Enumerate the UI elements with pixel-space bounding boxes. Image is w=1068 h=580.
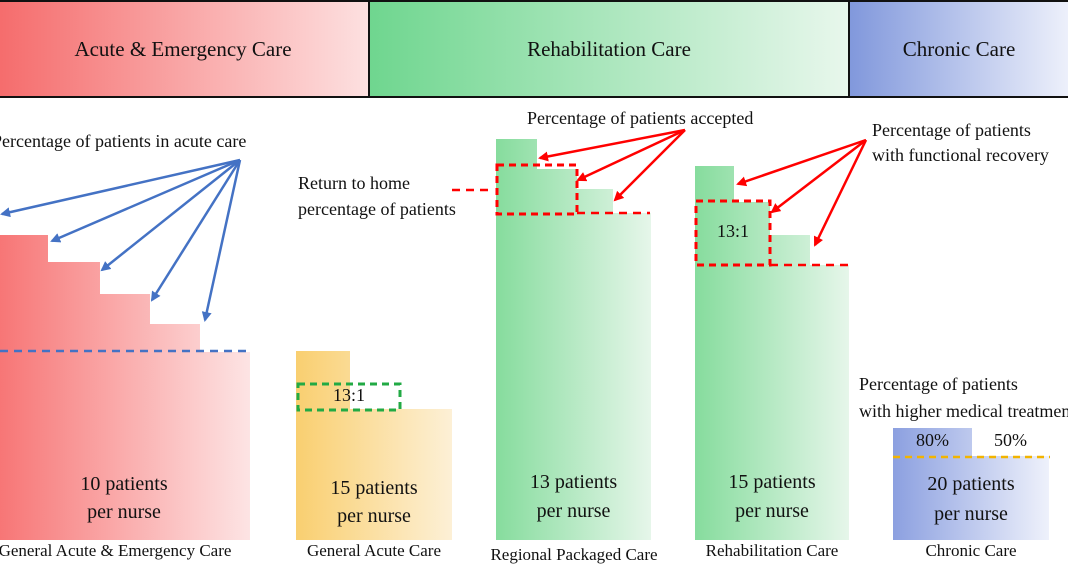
label-general-acute: General Acute Care [306, 541, 442, 560]
label-regional-packaged: Regional Packaged Care [490, 545, 658, 564]
regional-dashed-box [495, 163, 579, 216]
chronic-per-nurse: per nurse [934, 503, 1008, 525]
general-ratio-box [296, 382, 402, 412]
medical-line2: with higher medical treatment [859, 401, 1068, 421]
acute-per-nurse: per nurse [87, 501, 161, 523]
rehab-patients: 15 patients [728, 471, 816, 493]
header-rehabilitation: Rehabilitation Care [368, 0, 850, 98]
regional-block [452, 139, 651, 540]
acute-block [0, 235, 250, 540]
red-arrows [538, 128, 868, 247]
label-chronic: Chronic Care [925, 541, 1017, 560]
regional-patients: 13 patients [529, 471, 618, 493]
label-rehabilitation: Rehabilitation Care [705, 541, 839, 560]
rehab-ratio: 13:1 [716, 221, 749, 241]
functional-line1: Percentage of patients [872, 120, 1031, 140]
header-chronic-label: Chronic Care [902, 36, 1016, 61]
regional-per-nurse: per nurse [536, 500, 611, 522]
chronic-block [893, 428, 1050, 540]
header-acute-label: Acute & Emergency Care [74, 36, 292, 61]
rehab-ratio-box [694, 199, 772, 267]
general-ratio: 13:1 [332, 385, 365, 405]
general-patients: 15 patients [330, 477, 418, 499]
medical-line1: Percentage of patients [859, 374, 1018, 394]
acute-percentage-annotation: Percentage of patients in acute care [0, 131, 247, 151]
label-general-acute-emergency: General Acute & Emergency Care [0, 541, 232, 560]
rehab-per-nurse: per nurse [735, 500, 809, 522]
header-chronic: Chronic Care [848, 0, 1068, 98]
chronic-pct-b: 50% [994, 430, 1027, 450]
header-acute-emergency: Acute & Emergency Care [0, 0, 370, 98]
header-rehab-label: Rehabilitation Care [527, 36, 691, 61]
blue-arrows [0, 158, 242, 322]
functional-line2: with functional recovery [872, 145, 1049, 165]
rehab-block [694, 166, 849, 540]
return-home-line2: percentage of patients [298, 199, 456, 219]
chronic-patients: 20 patients [927, 473, 1015, 495]
general-acute-block [296, 351, 452, 540]
acute-patients: 10 patients [80, 473, 168, 495]
return-home-line1: Return to home [298, 173, 410, 193]
chronic-pct-a: 80% [916, 430, 949, 450]
general-per-nurse: per nurse [337, 505, 411, 527]
accepted-annotation: Percentage of patients accepted [527, 108, 754, 128]
